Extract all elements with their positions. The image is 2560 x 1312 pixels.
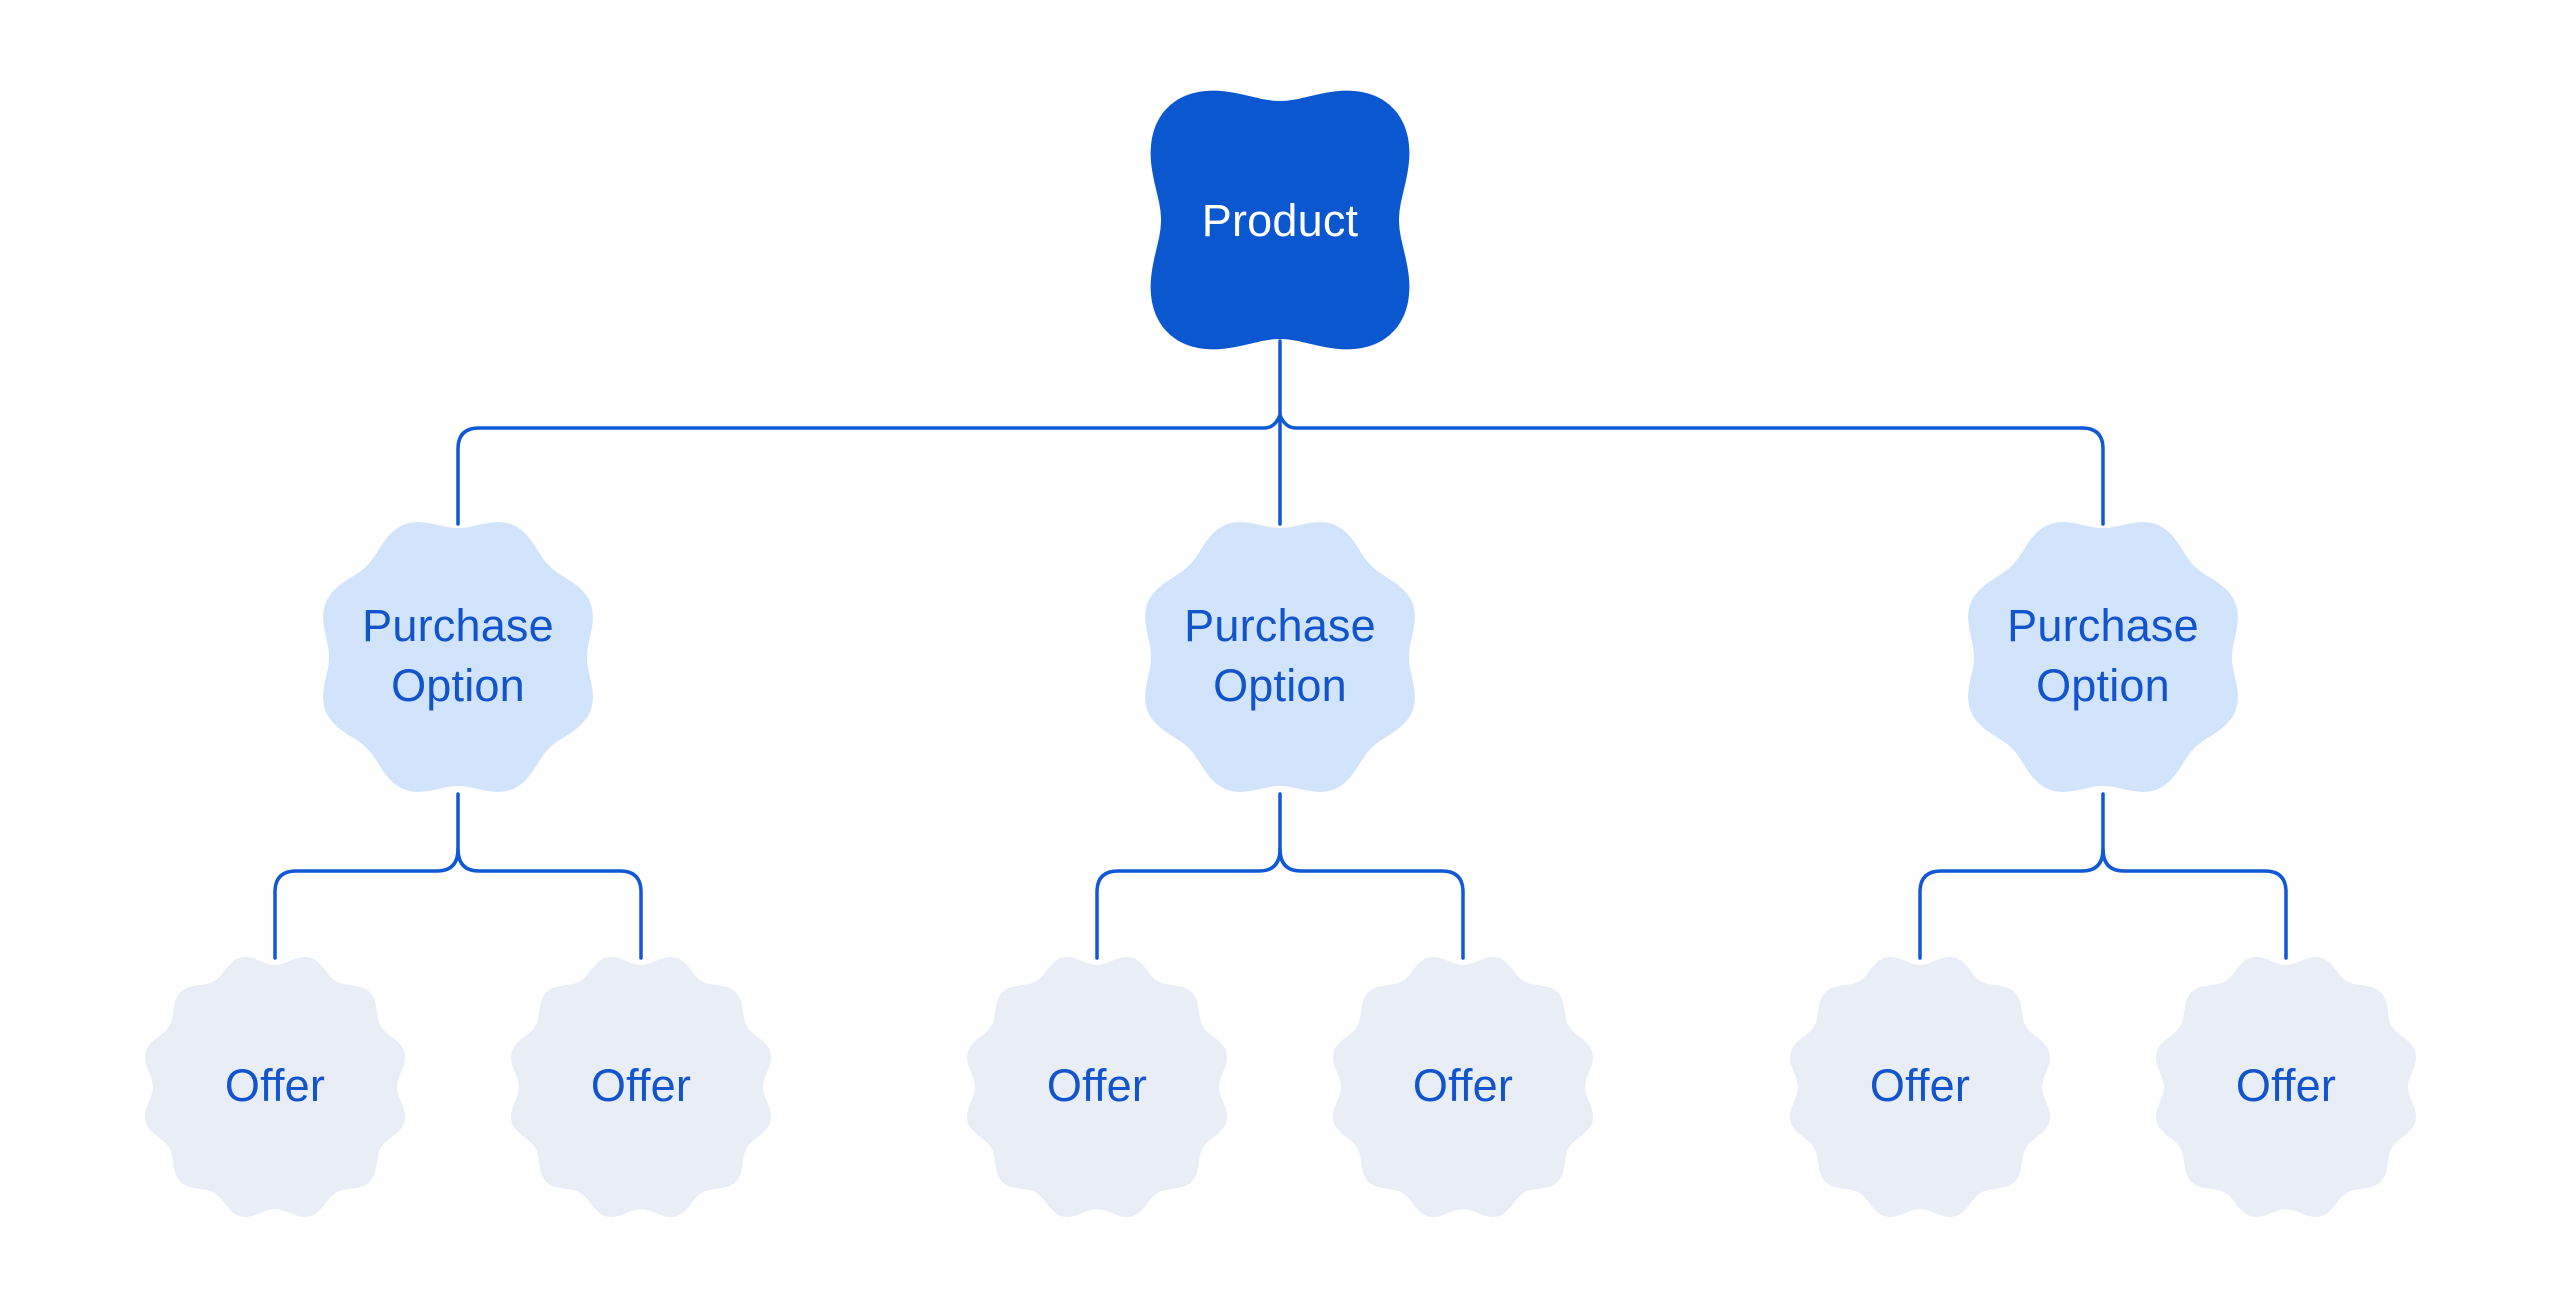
node-purchase-option-2-blob	[1145, 522, 1415, 792]
node-offer-2-1-label: Offer	[1046, 1060, 1148, 1111]
node-offer-3-2-blob	[2156, 957, 2416, 1217]
connector-product-to-po3	[1278, 413, 2105, 526]
node-offer-2-2-label: Offer	[1412, 1060, 1514, 1111]
connector-po3-to-offer2	[2101, 847, 2288, 960]
node-offer-2-1-blob	[967, 957, 1227, 1217]
node-purchase-option-1-blob	[323, 522, 593, 792]
node-offer-3-1-label: Offer	[1869, 1060, 1971, 1111]
node-purchase-option-3-label: Purchase Option	[2007, 600, 2199, 711]
node-purchase-option-2-label: Purchase Option	[1184, 600, 1376, 711]
connector-po1-to-offer1	[273, 847, 460, 960]
connector-po2-to-offer1	[1095, 847, 1282, 960]
node-offer-3-1-blob	[1790, 957, 2050, 1217]
node-offer-1-1-blob	[145, 957, 405, 1217]
node-offer-1-1-label: Offer	[224, 1060, 326, 1111]
node-product-blob	[1150, 90, 1410, 350]
node-offer-3-2-label: Offer	[2235, 1060, 2337, 1111]
node-purchase-option-1-label: Purchase Option	[362, 600, 554, 711]
connector-product-to-po1	[456, 413, 1282, 526]
connector-po1-to-offer2	[456, 847, 643, 960]
node-product-label: Product	[1201, 195, 1359, 246]
connector-po3-to-offer1	[1918, 847, 2105, 960]
node-purchase-option-3-blob	[1968, 522, 2238, 792]
node-offer-1-2-label: Offer	[590, 1060, 692, 1111]
connector-po2-to-offer2	[1278, 847, 1465, 960]
node-offer-2-2-blob	[1333, 957, 1593, 1217]
node-offer-1-2-blob	[511, 957, 771, 1217]
